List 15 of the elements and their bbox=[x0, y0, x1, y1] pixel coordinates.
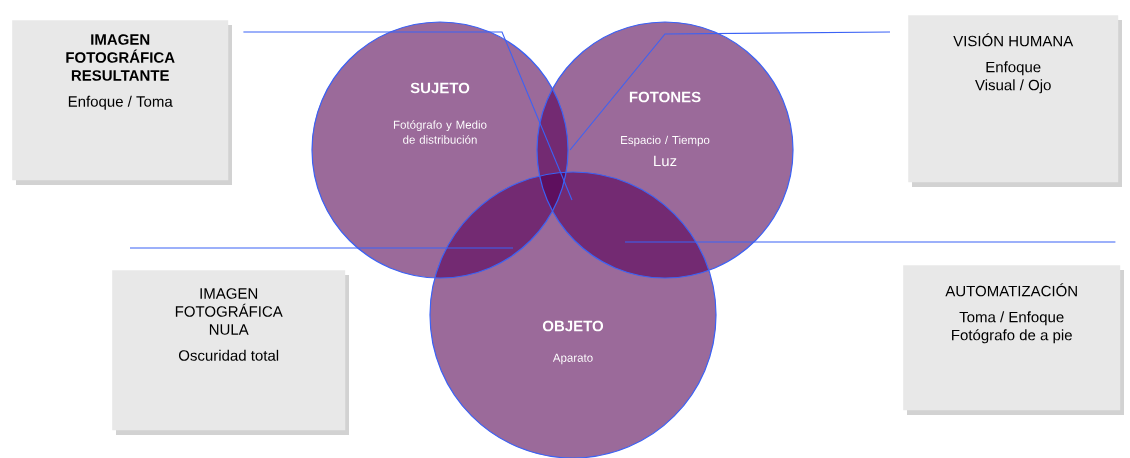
text-box: IMAGEN FOTOGRÁFICA NULA Oscuridad total bbox=[112, 270, 349, 435]
circle-text: Fotógrafo y Medio de distribución bbox=[393, 120, 487, 144]
text-box: VISIÓN HUMANA Enfoque Visual / Ojo bbox=[908, 15, 1122, 187]
circle-text: Luz bbox=[654, 155, 677, 167]
text-box: IMAGEN FOTOGRÁFICA RESULTANTE Enfoque / Toma bbox=[12, 20, 232, 185]
leader-line bbox=[569, 31, 891, 151]
text-box: AUTOMATIZACIÓN Toma / Enfoque Fotógrafo de a pie bbox=[903, 265, 1124, 415]
leader-line bbox=[242, 31, 573, 201]
leader-line bbox=[624, 241, 1116, 243]
circle-text: Aparato bbox=[552, 353, 593, 365]
circle-title: FOTONES bbox=[629, 91, 701, 103]
leader-line bbox=[129, 247, 514, 249]
circle-title: OBJETO bbox=[542, 320, 604, 332]
circle-title: SUJETO bbox=[410, 82, 470, 94]
circle-text: Espacio / Tiempo bbox=[621, 135, 710, 147]
